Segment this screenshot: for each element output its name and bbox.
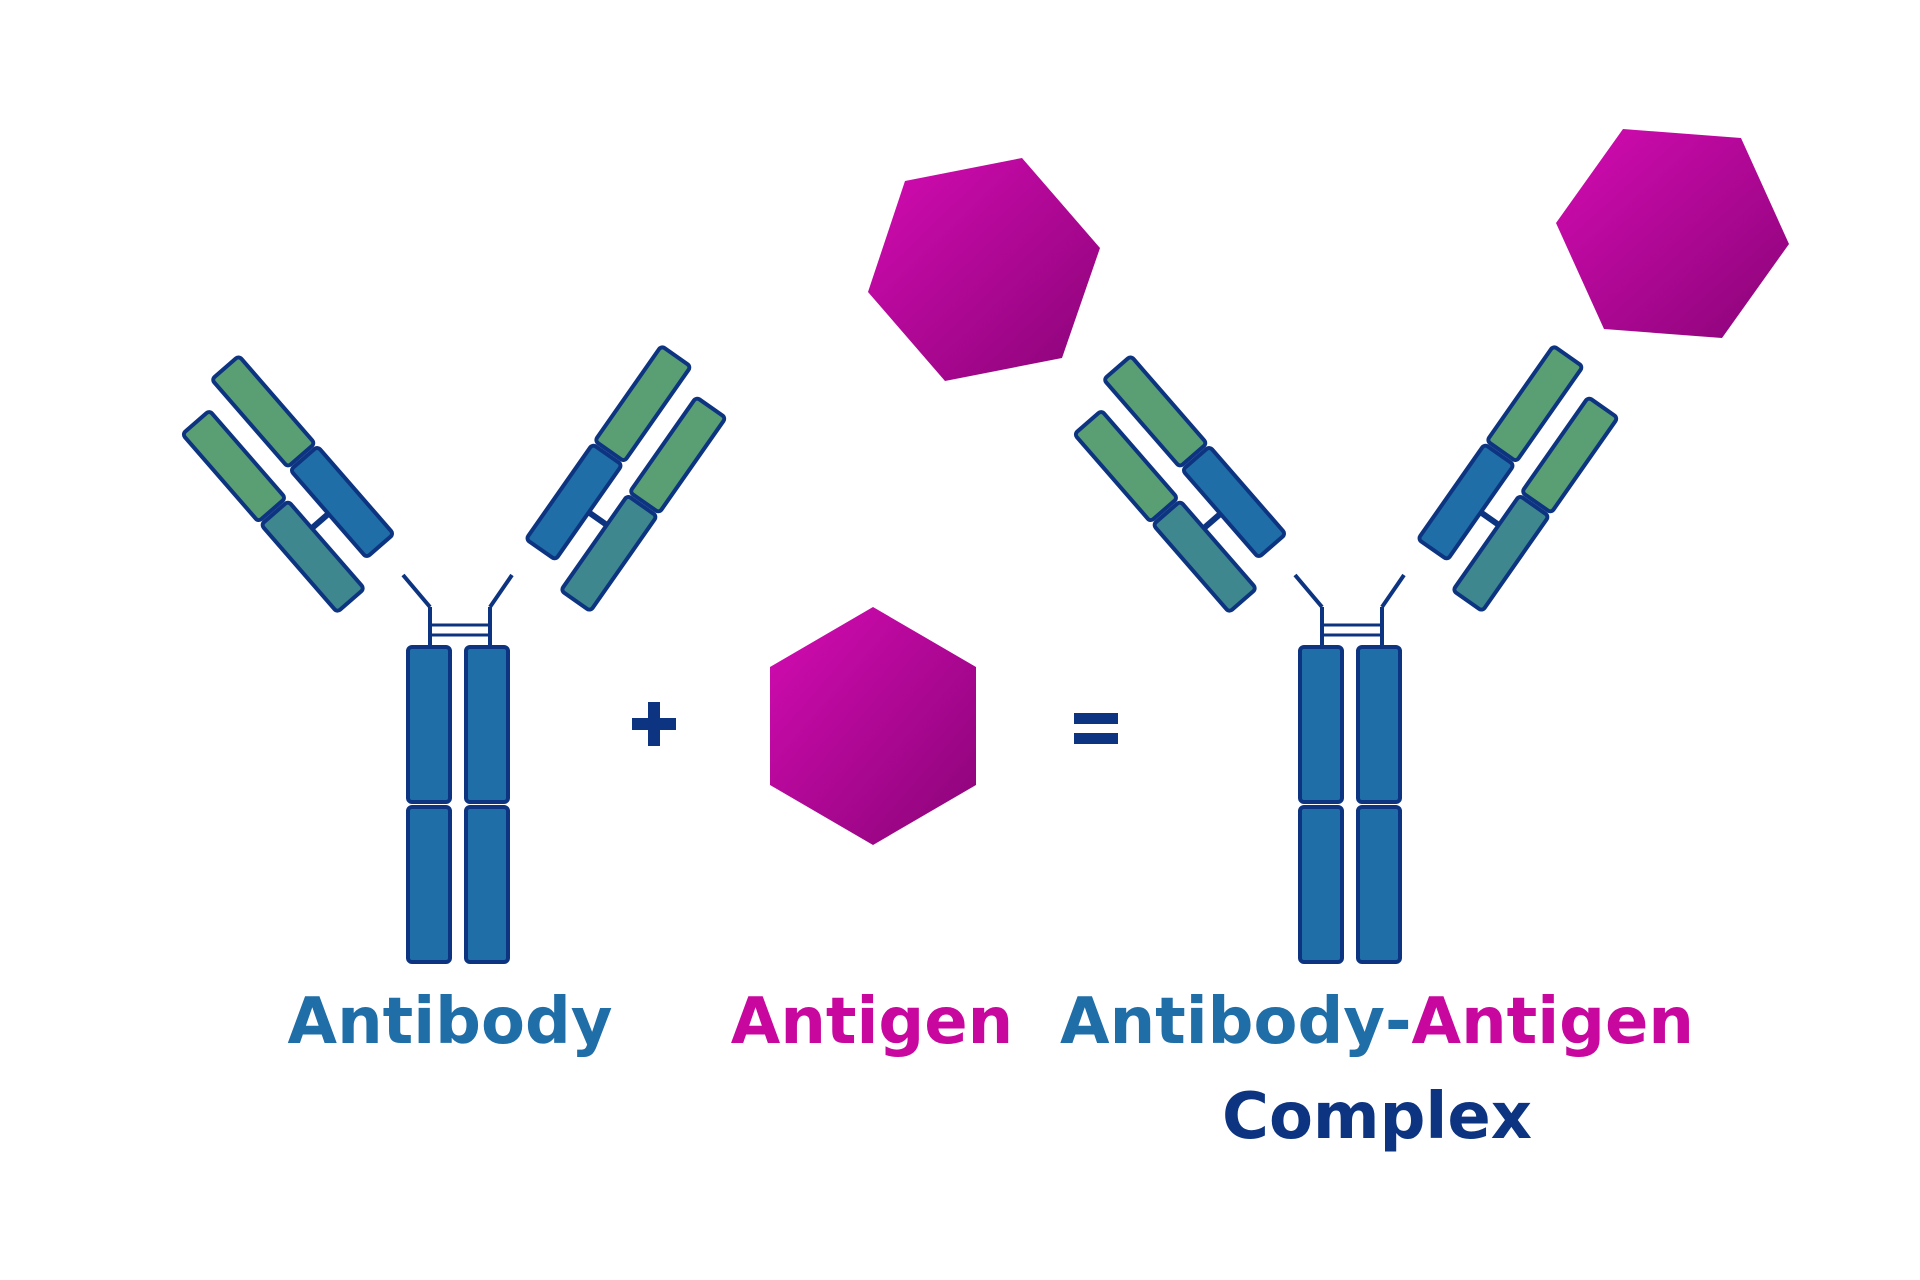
bound-antigen-left-hexagon bbox=[868, 158, 1100, 381]
complex-label-antibody-part: Antibody- bbox=[1060, 985, 1412, 1059]
antigen-label: Antigen bbox=[730, 985, 1014, 1059]
complex-antibody-shape bbox=[1060, 346, 1630, 962]
complex-label-antigen-part: Antigen bbox=[1411, 985, 1694, 1059]
bound-antigen-right-hexagon bbox=[1556, 129, 1789, 338]
plus-sign bbox=[632, 702, 676, 746]
equals-sign bbox=[1074, 713, 1118, 744]
antibody-shape bbox=[168, 346, 738, 962]
complex-label-line1: Antibody-Antigen bbox=[1060, 990, 1694, 1054]
complex-label-line2: Complex bbox=[1221, 1080, 1533, 1154]
antigen-hexagon bbox=[770, 607, 976, 845]
antibody-label: Antibody bbox=[287, 985, 613, 1059]
